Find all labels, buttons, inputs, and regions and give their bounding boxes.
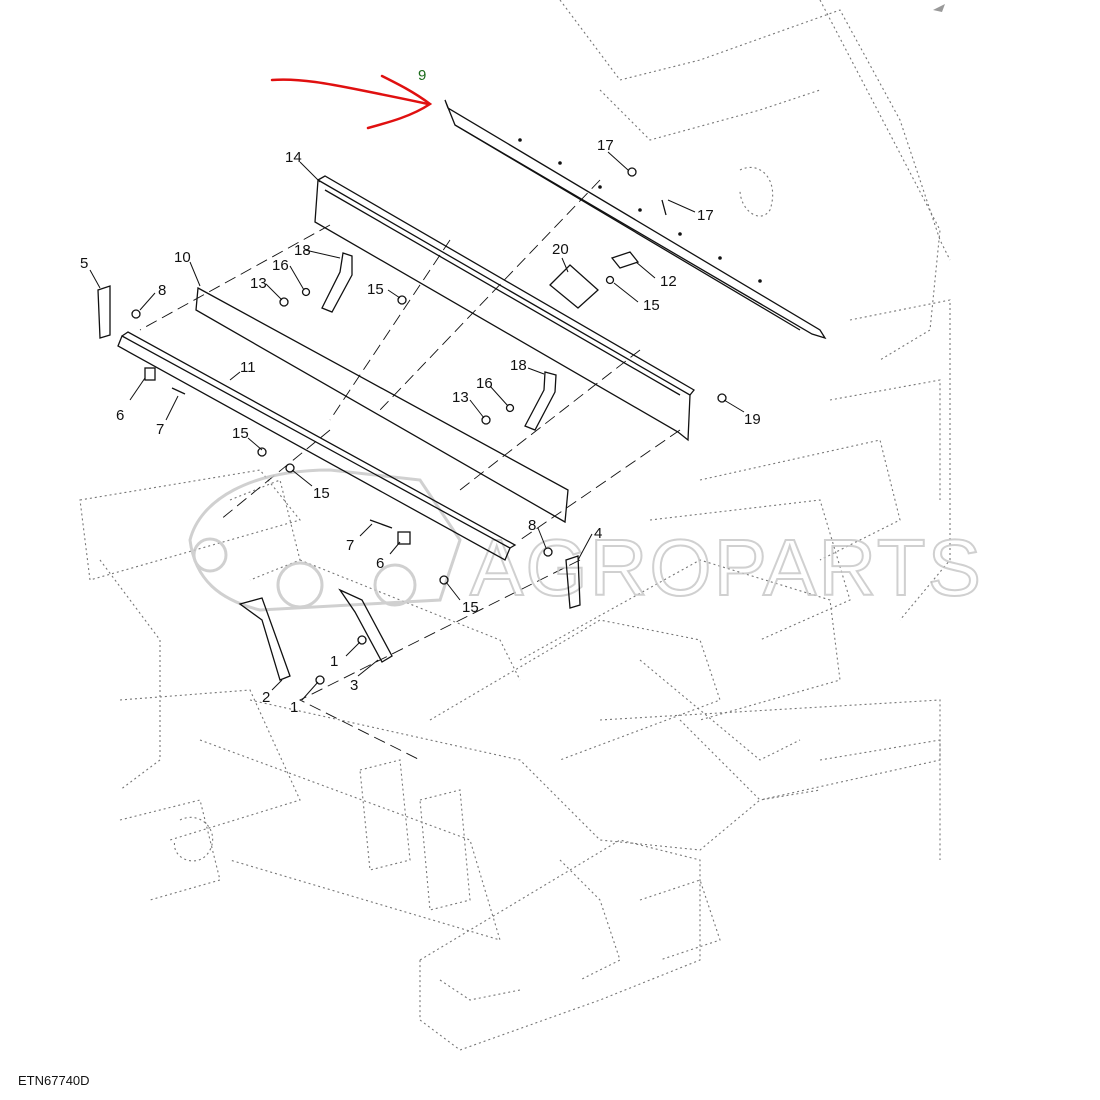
part-12-clip: [610, 251, 640, 269]
callout-13: 13: [452, 389, 469, 406]
fasteners: [131, 167, 727, 685]
callout-5: 5: [80, 255, 88, 272]
chassis-frame-background: [79, 0, 951, 1051]
callout-7: 7: [156, 421, 164, 438]
highlight-arrow: [270, 74, 433, 130]
callout-19: 19: [744, 411, 761, 428]
callout-1: 1: [290, 699, 298, 716]
callout-12: 12: [660, 273, 677, 290]
part-11-tube: [117, 331, 517, 561]
callout-7: 7: [346, 537, 354, 554]
callout-17: 17: [597, 137, 614, 154]
part-20-u-bolt: [549, 264, 599, 309]
part-4-bracket: [565, 555, 581, 609]
watermark-text: AGROPARTS: [470, 523, 983, 612]
callout-11: 11: [240, 359, 256, 376]
callout-18: 18: [294, 242, 311, 259]
callout-2: 2: [262, 689, 270, 706]
callout-6: 6: [376, 555, 384, 572]
corner-arrow-icon: [933, 4, 945, 12]
callout-6: 6: [116, 407, 124, 424]
callout-1: 1: [330, 653, 338, 670]
part-2-bracket: [238, 597, 291, 681]
callout-17: 17: [697, 207, 714, 224]
callout-3: 3: [350, 677, 358, 694]
part-3-bracket: [338, 588, 393, 663]
callout-14: 14: [285, 149, 302, 166]
callout-16: 16: [476, 375, 493, 392]
callout-8: 8: [528, 517, 536, 534]
part-9-trim-strip: [444, 99, 827, 340]
alignment-lines: [139, 179, 681, 761]
callout-15: 15: [313, 485, 330, 502]
part-18-bracket-b: [524, 371, 557, 431]
callout-9: 9: [418, 67, 426, 84]
callout-4: 4: [594, 525, 602, 542]
part-18-bracket-a: [321, 252, 353, 313]
callout-15: 15: [643, 297, 660, 314]
callout-15: 15: [232, 425, 249, 442]
callout-10: 10: [174, 249, 191, 266]
part-14-panel: [314, 175, 695, 442]
document-id: ETN67740D: [18, 1073, 90, 1088]
callout-15: 15: [462, 599, 479, 616]
callout-8: 8: [158, 282, 166, 299]
callout-20: 20: [552, 241, 569, 258]
callout-15: 15: [367, 281, 384, 298]
callout-13: 13: [250, 275, 267, 292]
leader-lines: [89, 151, 745, 701]
part-10-strip: [195, 286, 569, 524]
callout-18: 18: [510, 357, 527, 374]
agroparts-watermark: AGROPARTS: [188, 468, 983, 613]
part-5-bracket: [97, 285, 111, 339]
callout-labels: 9 17 17 14 20 12 15 5 8 10 18 16 13 15 1…: [80, 67, 761, 716]
callout-16: 16: [272, 257, 289, 274]
